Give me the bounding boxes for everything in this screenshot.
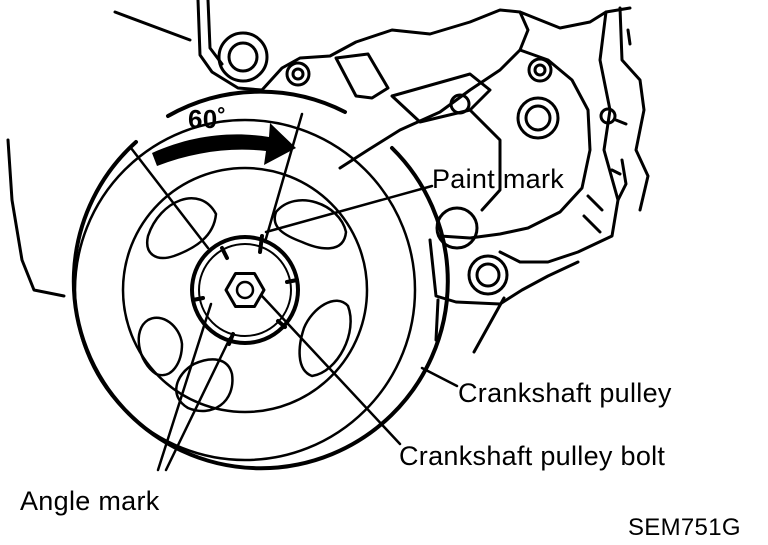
angle-mark-label: Angle mark [20,486,160,516]
end-reference-line [263,112,304,244]
pulley-hub-inner [198,243,292,337]
leader-lines [156,184,459,472]
pulley-outer-rim [71,140,450,471]
crankshaft-pulley-label: Crankshaft pulley [458,378,672,408]
pulley-hub-ring [190,235,300,345]
figure-reference-code: SEM751G [628,514,741,541]
pulley-inner-rim [73,118,417,462]
bolt-center [235,280,255,300]
angle-mark-leader-right [164,336,232,472]
pulley-outer-rim-top [166,89,347,118]
engine-block-bolt-bosses [217,31,617,296]
crankshaft-pulley-leader [420,366,459,388]
paint-mark [258,234,264,254]
rotation-angle-label: 60˚ [188,104,227,134]
engine-block-outline [6,0,650,354]
pulley-web-ring [121,166,369,414]
pulley-windows [137,197,352,413]
paint-mark-leader [264,184,434,234]
crankshaft-pulley-bolt-head [224,272,266,308]
paint-mark-label: Paint mark [432,164,565,194]
rotation-arrow [152,123,296,166]
rotation-indicator [129,112,304,250]
start-reference-line [129,146,210,250]
angle-mark-leader-left [156,302,213,472]
crankshaft-pulley-bolt-leader [260,294,402,446]
crankshaft-pulley-bolt-label: Crankshaft pulley bolt [399,441,666,471]
angle-mark-ticks [191,246,299,346]
crankshaft-pulley-drawing [71,89,450,471]
